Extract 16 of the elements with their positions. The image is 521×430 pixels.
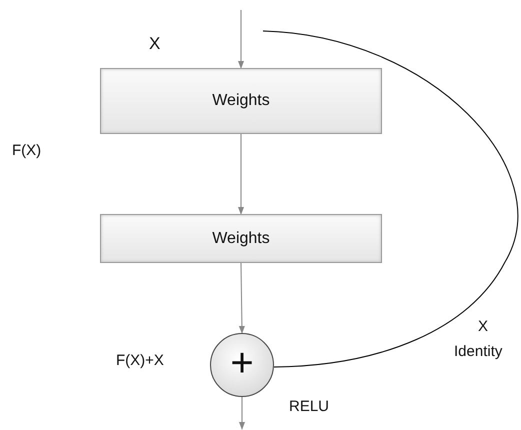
layer-box — [100, 68, 382, 134]
text-label: Identity — [454, 343, 502, 360]
layer-label: Weights — [212, 230, 270, 248]
arrow — [239, 396, 245, 430]
arrow — [238, 262, 245, 334]
skip-connection — [262, 30, 518, 368]
arrow — [238, 134, 244, 215]
layer-box — [100, 214, 382, 263]
text-label: X — [478, 318, 488, 335]
arrow — [238, 10, 244, 69]
plus-sign: + — [230, 343, 254, 383]
text-label: F(X) — [12, 142, 42, 159]
text-label: RELU — [289, 398, 330, 415]
text-label: X — [149, 34, 160, 54]
layer-label: Weights — [212, 92, 270, 110]
text-label: F(X)+X — [116, 352, 164, 369]
